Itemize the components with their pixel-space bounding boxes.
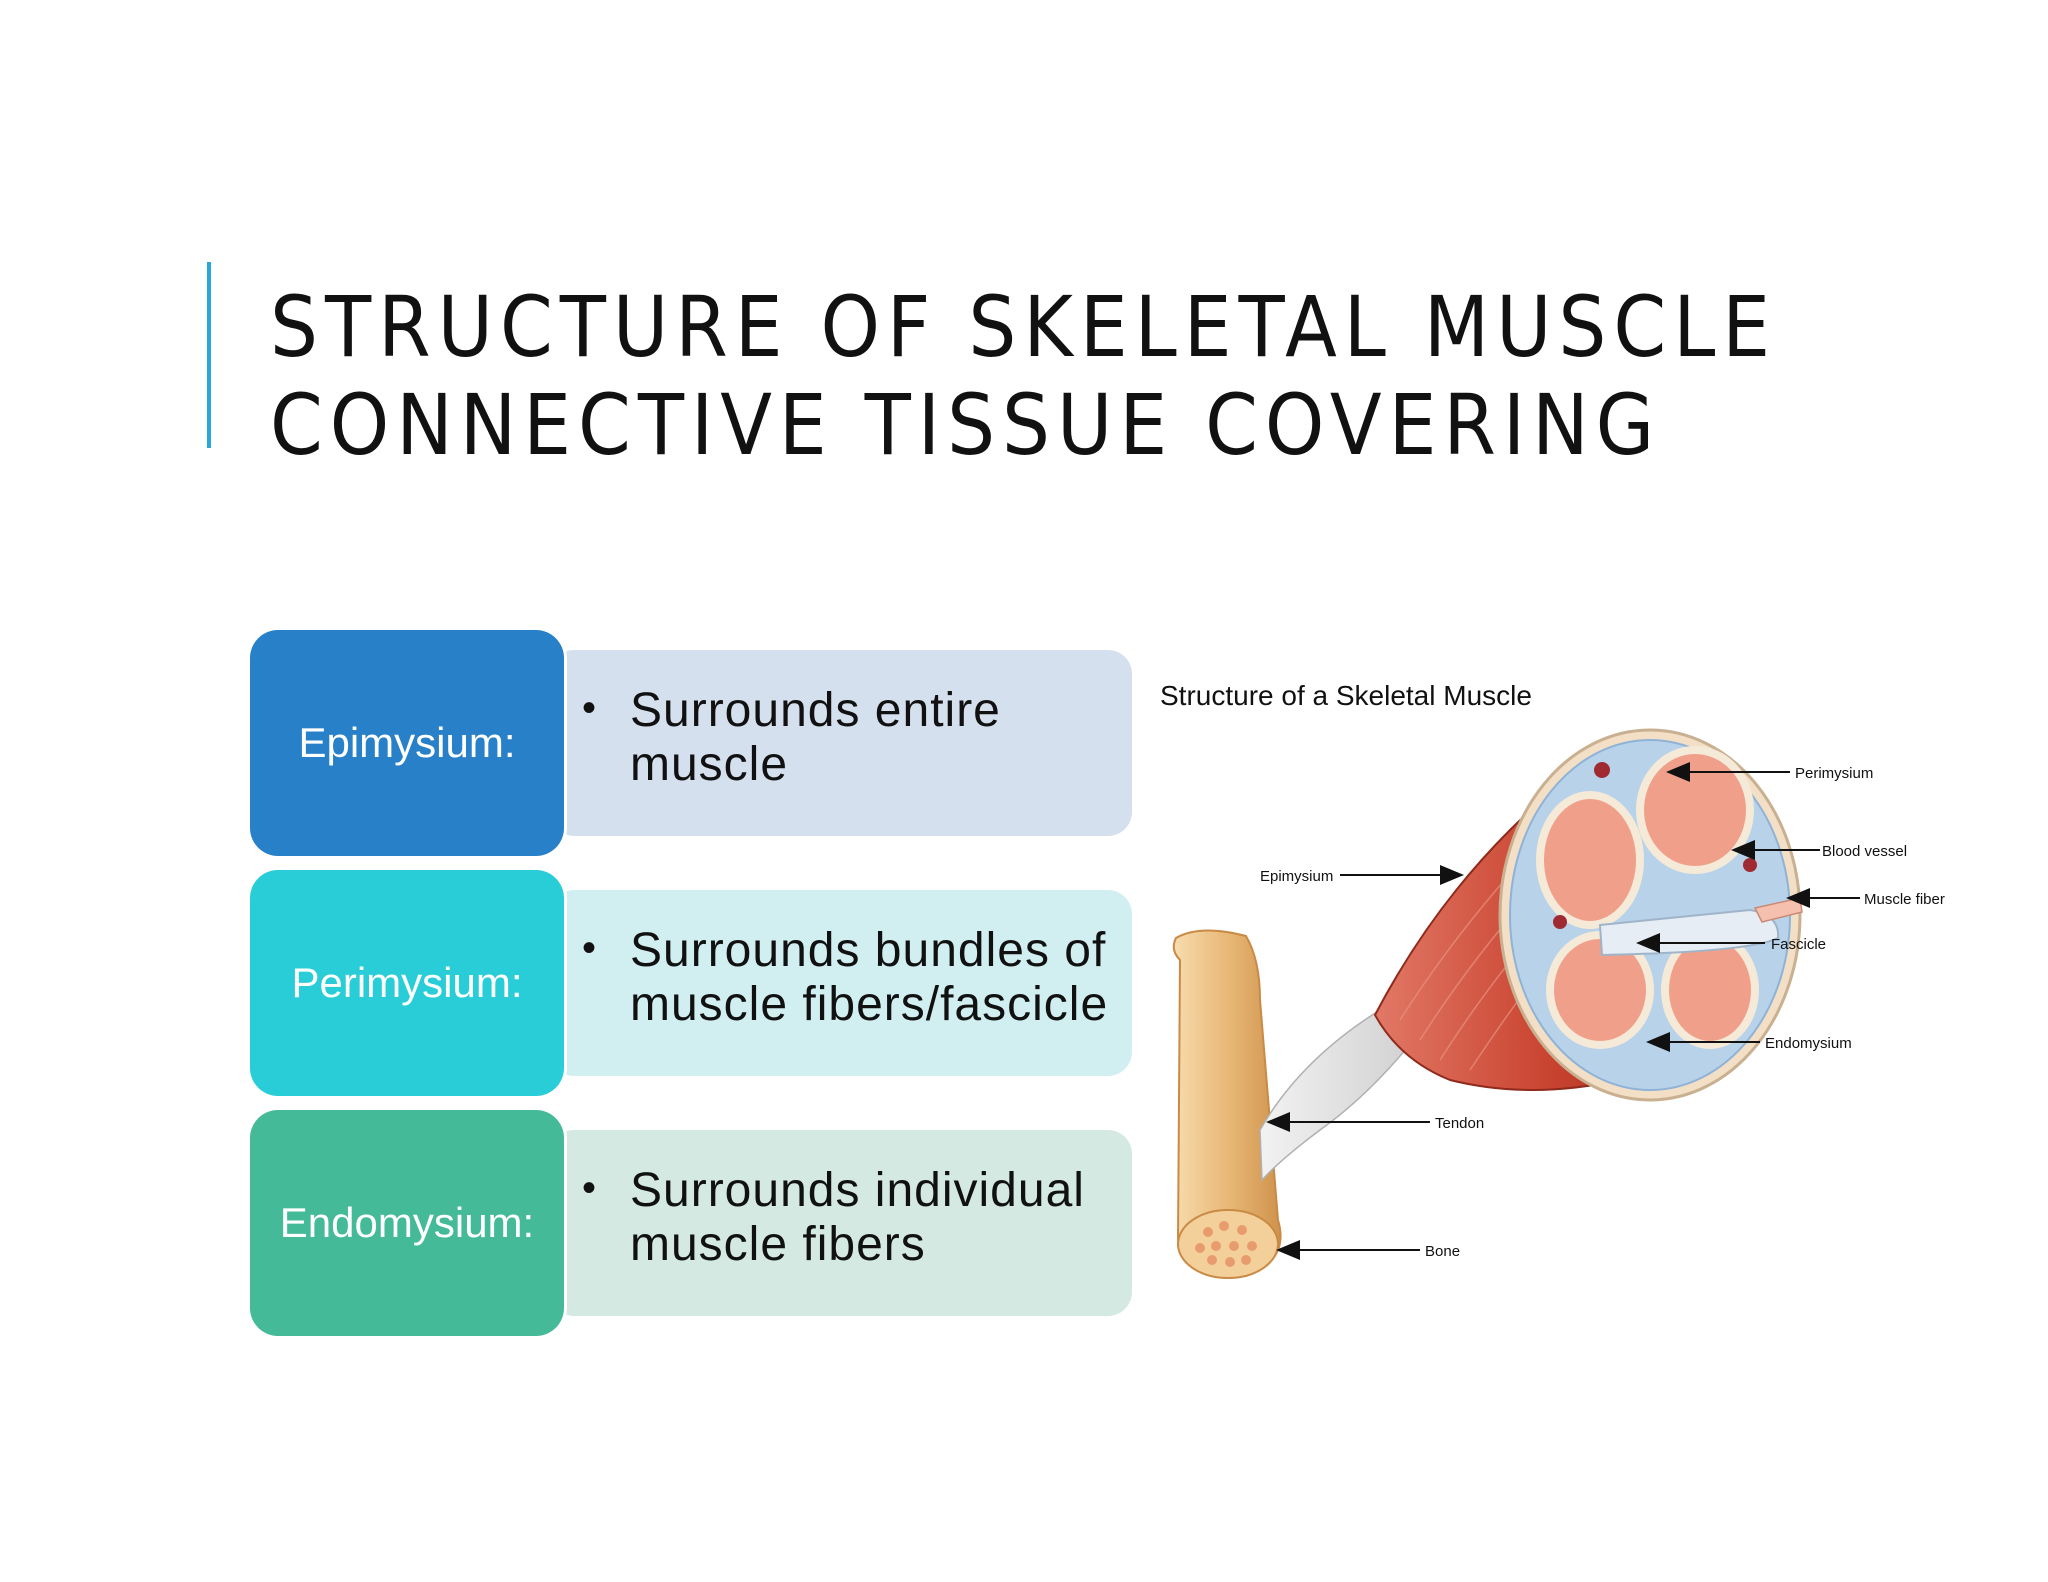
bullet-icon: • <box>582 1166 597 1210</box>
muscle-cross-section <box>1498 728 1803 1102</box>
title-accent-bar <box>207 262 211 448</box>
skeletal-muscle-diagram: Structure of a Skeletal Muscle <box>1160 680 1945 1279</box>
label-bone: Bone <box>1425 1243 1460 1260</box>
epimysium-description: Surrounds entire muscle <box>630 684 1001 791</box>
endomysium-description-box: • Surrounds individual muscle fibers <box>550 1130 1132 1316</box>
slide-title: STRUCTURE OF SKELETAL MUSCLE CONNECTIVE … <box>270 278 1777 474</box>
label-muscle-fiber: Muscle fiber <box>1864 891 1945 908</box>
label-fascicle: Fascicle <box>1771 936 1826 953</box>
bone <box>1172 929 1282 1279</box>
title-line-1: STRUCTURE OF SKELETAL MUSCLE <box>270 278 1778 376</box>
epimysium-row: • Surrounds entire muscle Epimysium: <box>250 630 1132 856</box>
endomysium-row: • Surrounds individual muscle fibers End… <box>250 1110 1132 1336</box>
endomysium-term: Endomysium: <box>250 1110 564 1336</box>
label-perimysium: Perimysium <box>1795 765 1873 782</box>
epimysium-description-box: • Surrounds entire muscle <box>550 650 1132 836</box>
label-endomysium: Endomysium <box>1765 1035 1852 1052</box>
label-epimysium: Epimysium <box>1260 868 1333 885</box>
perimysium-term: Perimysium: <box>250 870 564 1096</box>
title-line-2: CONNECTIVE TISSUE COVERING <box>270 376 1662 474</box>
perimysium-row: • Surrounds bundles of muscle fibers/fas… <box>250 870 1132 1096</box>
bullet-icon: • <box>582 686 597 730</box>
perimysium-description: Surrounds bundles of muscle fibers/fasci… <box>630 924 1109 1031</box>
label-tendon: Tendon <box>1435 1115 1484 1132</box>
endomysium-description: Surrounds individual muscle fibers <box>630 1164 1085 1271</box>
perimysium-description-box: • Surrounds bundles of muscle fibers/fas… <box>550 890 1132 1076</box>
label-blood-vessel: Blood vessel <box>1822 843 1907 860</box>
epimysium-term: Epimysium: <box>250 630 564 856</box>
diagram-title: Structure of a Skeletal Muscle <box>1160 680 1532 711</box>
bullet-icon: • <box>582 926 597 970</box>
